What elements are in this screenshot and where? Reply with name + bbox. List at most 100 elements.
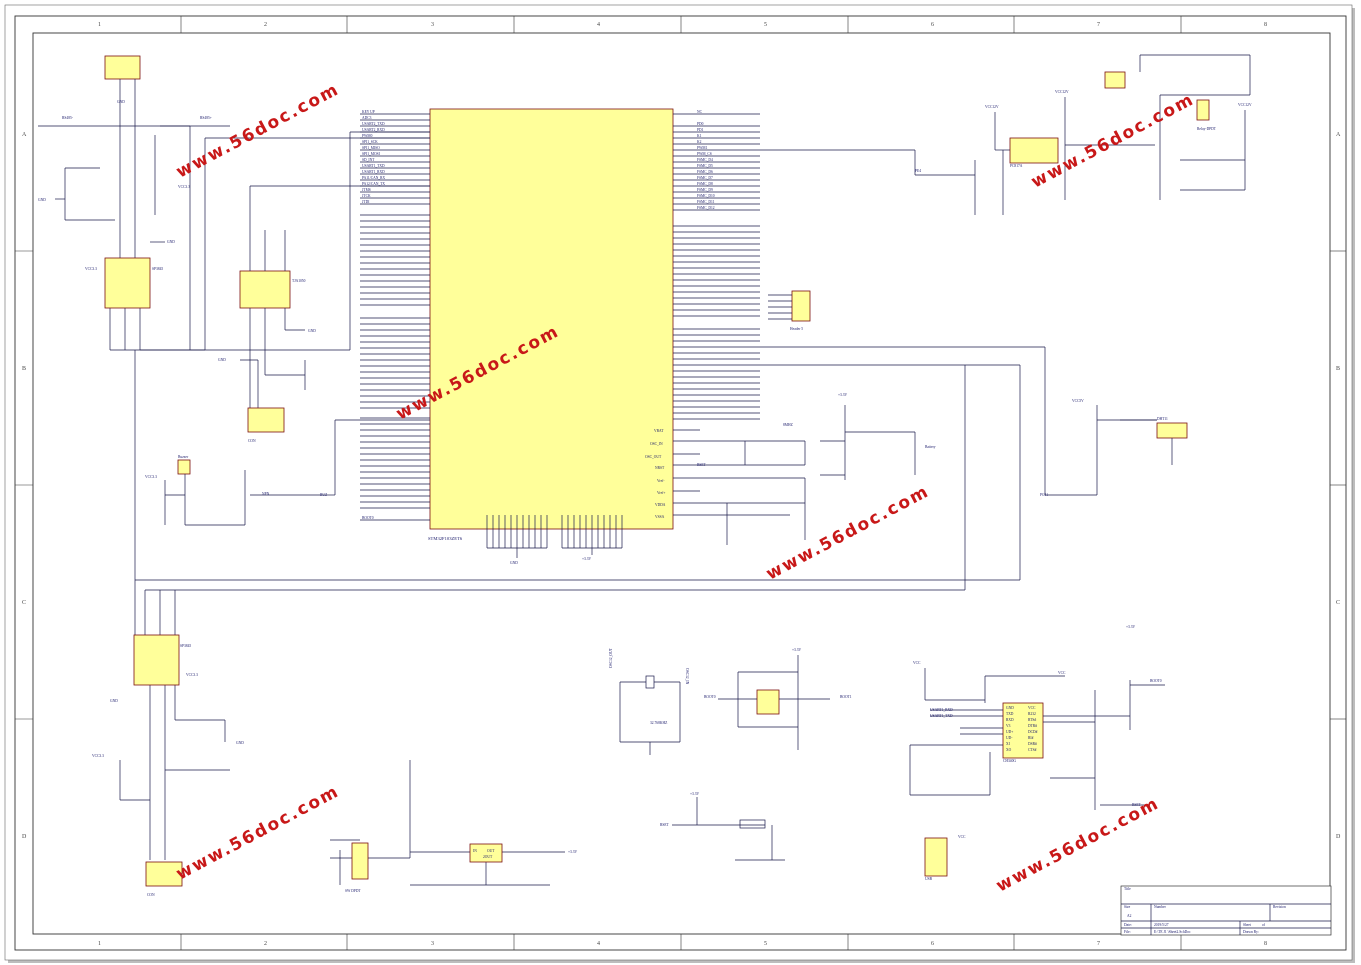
rs485-bottom-vcc-label: VCC3.3 <box>186 673 198 677</box>
row-label-left: D <box>22 834 27 840</box>
relay-section: PC817A Relay-DPDT VCC12V VCC12V VCC12V P… <box>914 54 1252 215</box>
mcu-power-pin: Vref- <box>657 479 665 483</box>
date-value: 2019/5/27 <box>1154 923 1169 927</box>
page <box>4 4 1353 961</box>
ch340-pin: UD+ <box>1006 730 1013 734</box>
header5-label: Header 5 <box>790 327 803 331</box>
buzzer-section: Buzzer NPN BUZ VCC3.3 <box>145 419 430 526</box>
col-label-bottom: 7 <box>1097 941 1100 947</box>
ch340-pin: GND <box>1006 706 1014 710</box>
buzzer-label: Buzzer <box>178 455 189 459</box>
usb-vcc-label: +3.3V <box>1126 625 1136 629</box>
mcu-right-pin: FSMC_D7 <box>697 176 713 180</box>
mcu-left-pin: PA11/CAN_RX <box>362 176 386 180</box>
dht11-vcc-label: VCC5V <box>1072 399 1084 403</box>
rs485-top-gnd3-label: GND <box>117 100 125 104</box>
regulator-out2-label: 2OUT <box>483 855 493 859</box>
col-label-bottom: 2 <box>264 941 267 947</box>
revision-label: Revision <box>1273 905 1286 909</box>
mcu-left-pin: USART1_RXD <box>362 170 385 174</box>
rs485-bottom-chip-label: SP3845 <box>180 644 191 648</box>
mcu-right-pin: FSMC_D5 <box>697 164 713 168</box>
can-gnd-label: GND <box>308 329 316 333</box>
boot1-net-label: BOOT1 <box>840 695 852 699</box>
size-label: Size <box>1124 905 1131 909</box>
mcu-right-pin: PWM1 <box>697 146 708 150</box>
boot-vcc-label: +3.3V <box>792 648 802 652</box>
row-label-left: A <box>22 132 27 138</box>
ch340-chip-label: CH340G <box>1003 759 1016 763</box>
mcu-vdd-label: +3.3V <box>582 557 592 561</box>
mcu-left-pin: SD_INT <box>362 158 375 162</box>
mcu-left-pin: PA12/CAN_TX <box>362 182 385 186</box>
relay-vcc2-label: VCC12V <box>1055 90 1069 94</box>
usb-serial-section: CH340G GND TXD RXD V3 UD+ UD- XI XO VCC … <box>909 625 1165 881</box>
battery-label: Battery <box>925 445 936 449</box>
relay-vcc1-label: VCC12V <box>985 105 999 109</box>
header5-section: Header 5 <box>768 290 811 331</box>
frame-columns-top <box>15 16 1346 950</box>
rs485-top-gnd2-label: GND <box>167 240 175 244</box>
mcu-left-pin: SPI1_MOSI <box>362 152 381 156</box>
power-section: IN OUT 2OUT SW DPDT +3.3V <box>330 760 578 893</box>
mcu-bottom-pins <box>486 515 623 558</box>
pg11-net-label: PG11 <box>1040 493 1048 497</box>
rtc-crystal-section: 32.768KHZ OSC32_OUT OSC32_IN <box>609 647 689 755</box>
dht11-section: DHT11 VCC5V PG11 <box>1040 347 1188 497</box>
clock-vcc-label: +3.3V <box>838 393 848 397</box>
ch340-pin: DCD# <box>1028 730 1038 734</box>
mcu-left-pin: USART2_TXD <box>362 122 385 126</box>
mcu-power-pin: VDDA <box>655 503 666 507</box>
mcu-power-pin: OSC_OUT <box>645 455 662 459</box>
relay-label: Relay-DPDT <box>1197 127 1217 131</box>
mcu-right-pin: FSMC_D6 <box>697 170 713 174</box>
ch340-pin: RTS# <box>1028 718 1036 722</box>
mcu-left-pin: KEY UP <box>362 110 375 114</box>
col-label-bottom: 8 <box>1264 941 1267 947</box>
frame-column-labels: 1 2 3 4 5 6 7 8 1 2 3 4 5 6 7 8 A B C D … <box>22 22 1341 947</box>
row-label-right: A <box>1336 132 1341 138</box>
rtc-crystal-label: 32.768KHZ <box>650 721 667 725</box>
col-label-top: 7 <box>1097 22 1100 28</box>
date-label: Date: <box>1124 923 1132 927</box>
usb-vcc-net-label: VCC <box>958 835 966 839</box>
mhz8-label: 8MHZ <box>783 423 793 427</box>
osc32-out-label: OSC32_OUT <box>609 647 613 668</box>
row-label-right: D <box>1336 834 1341 840</box>
ch340-pin: TXD <box>1006 712 1014 716</box>
osc32-in-label: OSC32_IN <box>685 668 689 685</box>
mcu-right-pin: FSMC_D8 <box>697 182 713 186</box>
inner-frame <box>32 32 1331 935</box>
mcu-left-pin: ADC3 <box>362 116 372 120</box>
mcu-right-pin: FSMC_D11 <box>697 200 715 204</box>
rset-net-label: RSET <box>697 463 707 467</box>
file-label: File: <box>1124 930 1131 934</box>
usart1-rxd-net-label: USART1_RXD <box>930 708 953 712</box>
mcu-left-pin: SPI1_MISO <box>362 146 380 150</box>
boot0-net-label-2: BOOT0 <box>1150 679 1162 683</box>
regulator-in-label: IN <box>473 849 477 853</box>
rset-net-label-2: RSET <box>660 823 670 827</box>
ch340-vcc-label: VCC <box>913 661 921 665</box>
ch340-pin: VCC <box>1028 706 1036 710</box>
usb-connector-label: USB <box>925 877 933 881</box>
ch340-pin: RXD <box>1006 718 1014 722</box>
title-block: Title Size A2 Number Revision Date: 2019… <box>1120 885 1332 936</box>
mcu-right-pin: NC <box>697 110 703 114</box>
mcu-power-pin: Vref+ <box>657 491 665 495</box>
reset-section: RSET +3.3V <box>660 792 785 861</box>
ch340-pin: XI <box>1006 742 1011 746</box>
rs485-bottom-gnd-label: GND <box>110 699 118 703</box>
col-label-bottom: 4 <box>597 941 600 947</box>
rs485-bottom-vcc2-label: VCC3.3 <box>92 754 104 758</box>
ch340-pin: DTR# <box>1028 724 1037 728</box>
col-label-top: 2 <box>264 22 267 28</box>
col-label-bottom: 1 <box>98 941 101 947</box>
col-label-top: 4 <box>597 22 600 28</box>
mcu-right-pin: FSMC_D10 <box>697 194 715 198</box>
clock-section: 8MHZ Battery +3.3V RSET <box>697 393 936 545</box>
npn-label: NPN <box>262 492 270 496</box>
ch340-pin: XO <box>1006 748 1012 752</box>
boot-section: BOOT0 BOOT1 +3.3V <box>704 648 852 750</box>
usart1-txd-net-label: USART1_TXD <box>930 714 953 718</box>
